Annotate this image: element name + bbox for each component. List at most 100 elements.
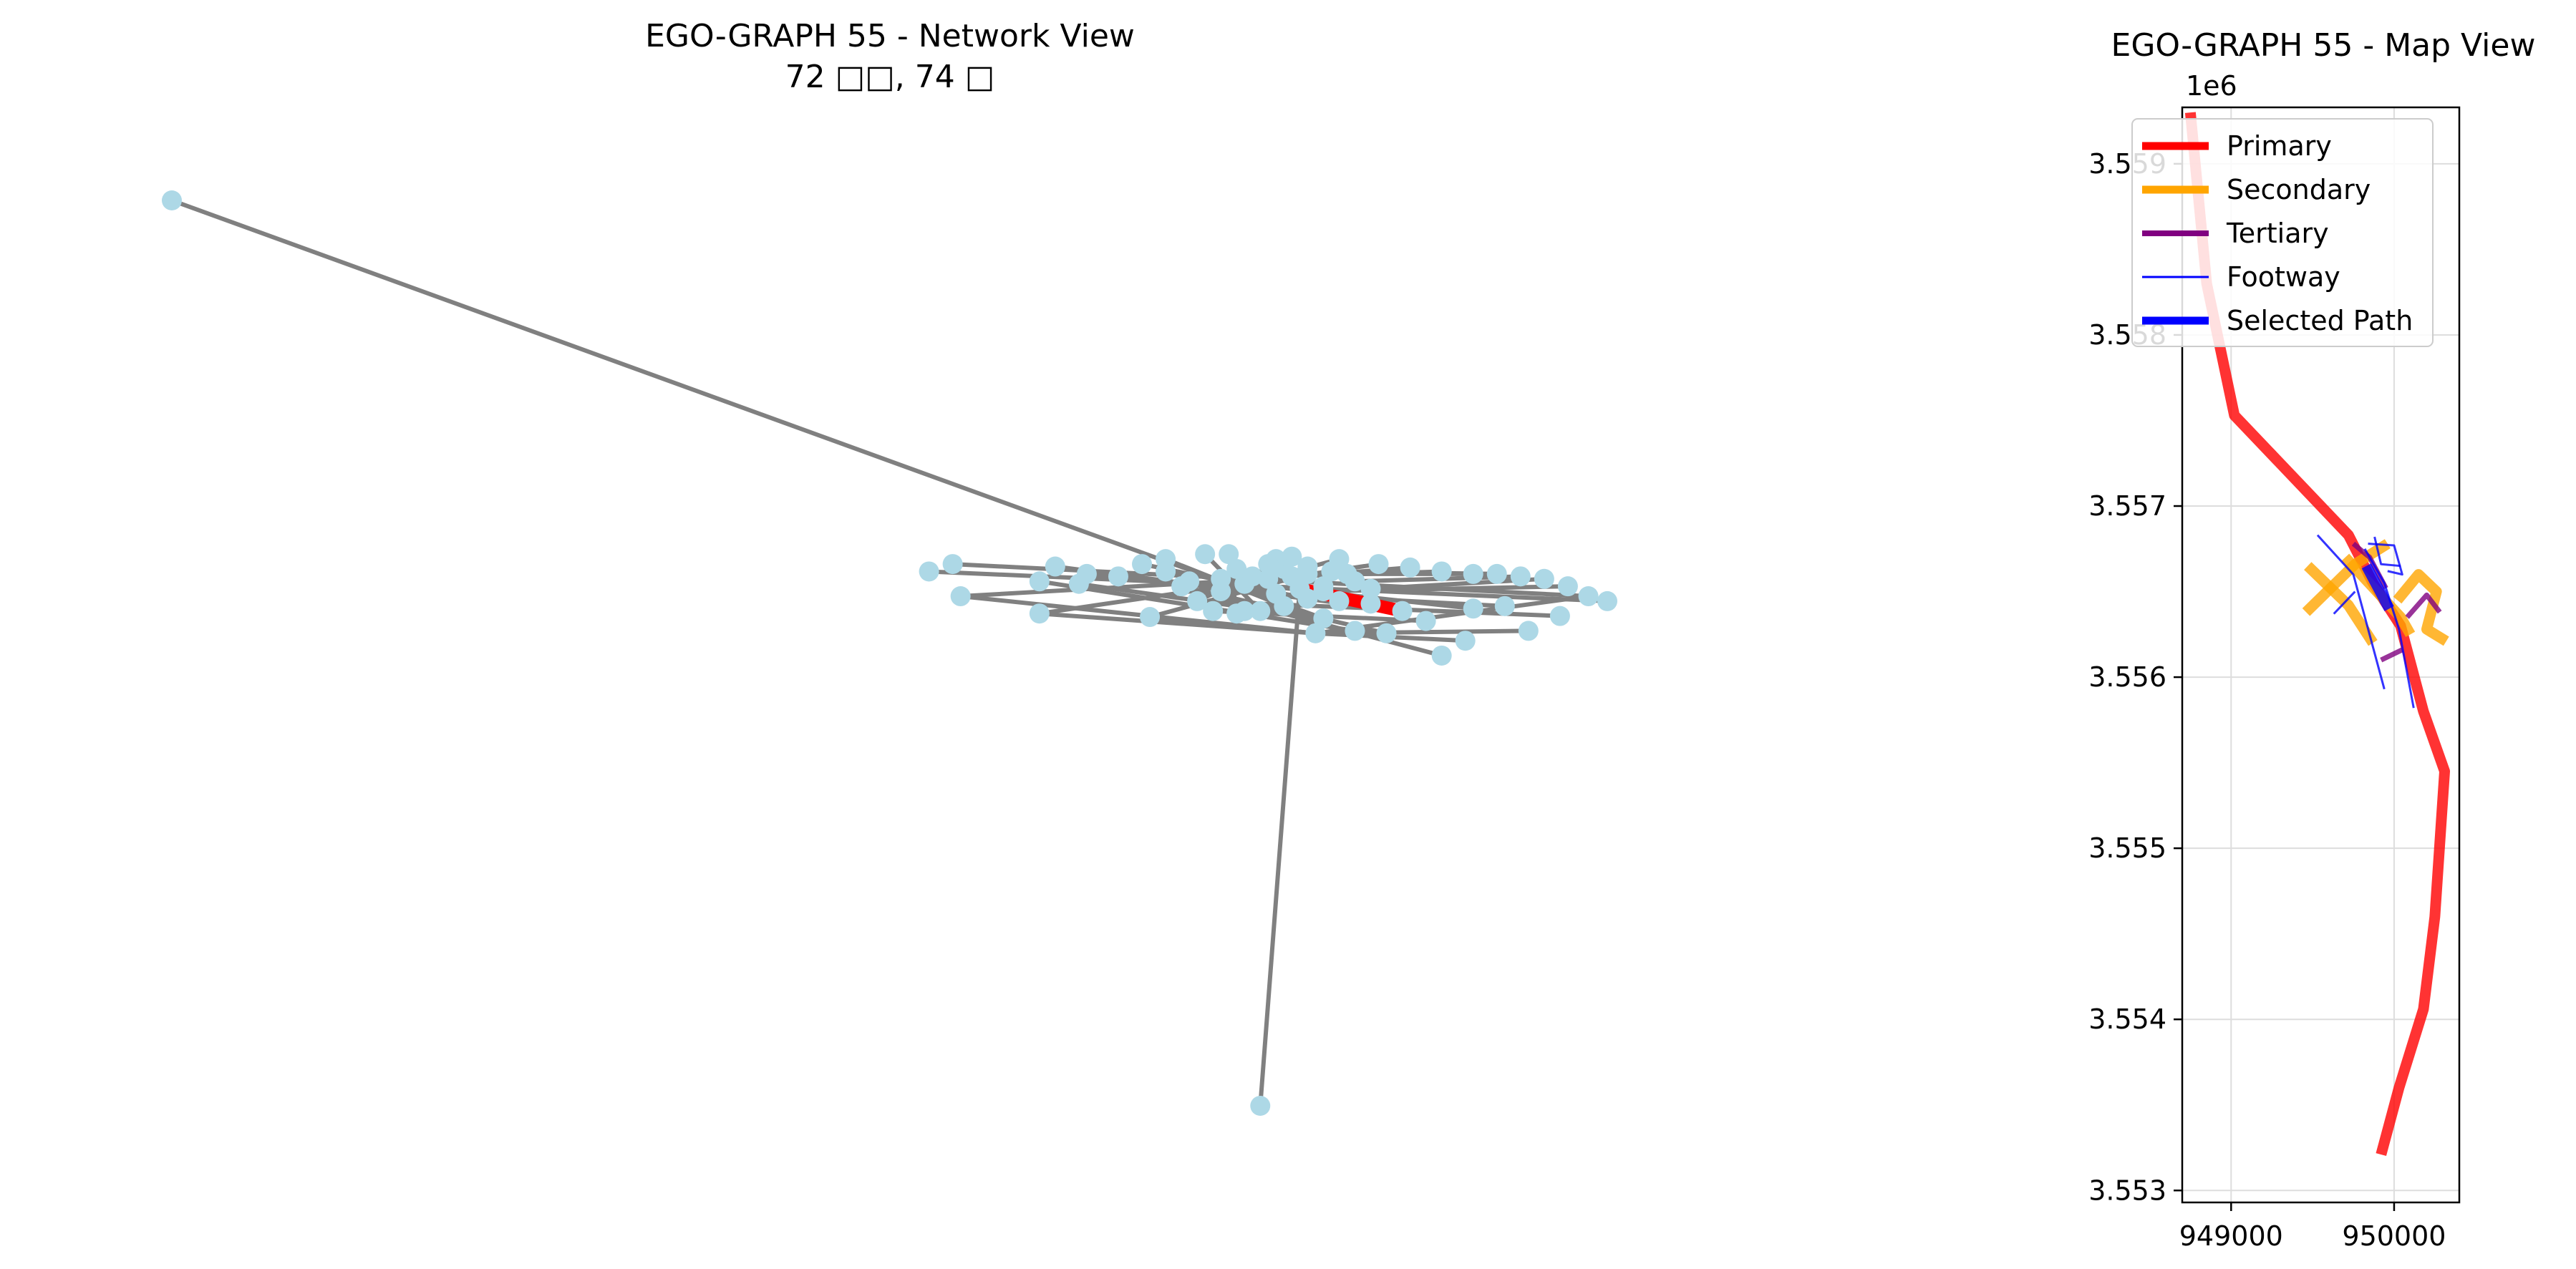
legend-label: Tertiary [2226, 218, 2329, 249]
legend-item: Secondary [2142, 174, 2371, 205]
map-line-footway [2333, 590, 2356, 615]
map-line-selected-path [2361, 563, 2394, 611]
map-line-footway [2368, 543, 2403, 576]
network-node [1313, 608, 1334, 629]
network-node [1455, 631, 1476, 651]
map-axes-frame [2181, 106, 2461, 1204]
x-tick-label: 950000 [2342, 1220, 2446, 1252]
network-node [162, 190, 182, 210]
network-node [1597, 590, 1617, 611]
legend-item: Primary [2142, 130, 2332, 162]
network-node [1305, 623, 1326, 643]
network-node [1029, 571, 1050, 592]
map-line-secondary [2393, 569, 2449, 646]
legend-label: Footway [2227, 261, 2340, 293]
network-node [1392, 601, 1413, 621]
map-view-panel: EGO-GRAPH 55 - Map View 1e6 949000 950000… [2088, 27, 2535, 1252]
network-node [1108, 566, 1128, 587]
legend-label: Secondary [2227, 174, 2371, 205]
network-node [1431, 561, 1452, 582]
network-node [1242, 566, 1263, 587]
network-node [1226, 603, 1247, 624]
network-node [950, 586, 971, 607]
network-node [1313, 576, 1334, 597]
network-node [1463, 598, 1483, 619]
network-node [1376, 623, 1397, 643]
network-node [1337, 563, 1357, 584]
network-node [1415, 611, 1436, 631]
network-node [1329, 590, 1350, 611]
network-node [1195, 544, 1216, 565]
y-tick-label: 3.555 [2088, 832, 2166, 864]
network-node [1557, 576, 1578, 597]
network-node [1534, 568, 1554, 589]
map-road-lines [2184, 112, 2451, 1157]
network-node [1029, 603, 1050, 624]
network-node [942, 554, 963, 575]
network-edge [1258, 588, 1302, 1107]
network-view-subtitle: 72 □□, 74 □ [785, 59, 995, 95]
network-node [1187, 590, 1208, 611]
network-node [1250, 1096, 1271, 1116]
network-node [1211, 568, 1231, 589]
network-node [1258, 554, 1279, 575]
y-tick-label: 3.557 [2088, 490, 2166, 522]
y-axis-offset-label: 1e6 [2186, 70, 2237, 102]
network-node [1400, 557, 1420, 578]
map-line-tertiary [2405, 592, 2442, 619]
network-node [1360, 578, 1381, 599]
network-node [1132, 554, 1153, 575]
legend-item: Selected Path [2142, 305, 2413, 336]
network-node [1219, 544, 1239, 565]
network-node [1258, 568, 1279, 589]
x-tick-label: 949000 [2179, 1220, 2283, 1252]
network-node [1510, 566, 1531, 587]
network-node [1486, 563, 1507, 584]
map-line-secondary [2341, 553, 2416, 638]
network-view-panel: EGO-GRAPH 55 - Network View 72 □□, 74 □ [162, 18, 1617, 1116]
network-edge [170, 198, 1325, 621]
network-node [1156, 561, 1176, 582]
legend-label: Selected Path [2227, 305, 2413, 336]
map-line-secondary [2304, 562, 2378, 646]
network-node [1360, 593, 1381, 614]
legend-label: Primary [2227, 130, 2332, 162]
network-node [1289, 578, 1310, 599]
network-node [1549, 606, 1570, 626]
network-node [1250, 601, 1271, 621]
map-view-title: EGO-GRAPH 55 - Map View [2111, 27, 2536, 64]
network-node [1266, 583, 1287, 604]
network-view-title: EGO-GRAPH 55 - Network View [645, 18, 1135, 54]
network-node [1179, 571, 1200, 592]
network-nodes [162, 190, 1617, 1116]
map-line-footway [2316, 534, 2386, 690]
network-node [1345, 621, 1365, 641]
map-line-footway [2373, 536, 2401, 568]
network-node [919, 561, 939, 582]
network-node [1578, 586, 1599, 607]
y-tick-label: 3.554 [2088, 1003, 2166, 1035]
legend-item: Tertiary [2142, 218, 2329, 249]
network-node [1140, 607, 1161, 628]
network-node [1226, 558, 1247, 579]
map-legend: PrimarySecondaryTertiaryFootwaySelected … [2131, 118, 2434, 347]
network-node [1368, 554, 1389, 575]
network-edge [1149, 615, 1316, 636]
network-edges [170, 198, 1608, 1107]
network-node [1045, 556, 1065, 577]
network-node [1463, 563, 1483, 584]
network-node [1297, 556, 1318, 577]
network-node [1068, 573, 1089, 594]
legend-item: Footway [2142, 261, 2340, 293]
network-node [1203, 601, 1224, 621]
y-tick-label: 3.553 [2088, 1175, 2166, 1206]
y-tick-label: 3.556 [2088, 661, 2166, 693]
network-node [1494, 595, 1515, 616]
map-line-tertiary [2380, 647, 2403, 663]
legend-frame [2131, 118, 2434, 347]
network-node [1518, 621, 1539, 641]
network-node [1321, 561, 1342, 582]
network-node [1431, 645, 1452, 666]
map-line-primary [2184, 112, 2451, 1157]
